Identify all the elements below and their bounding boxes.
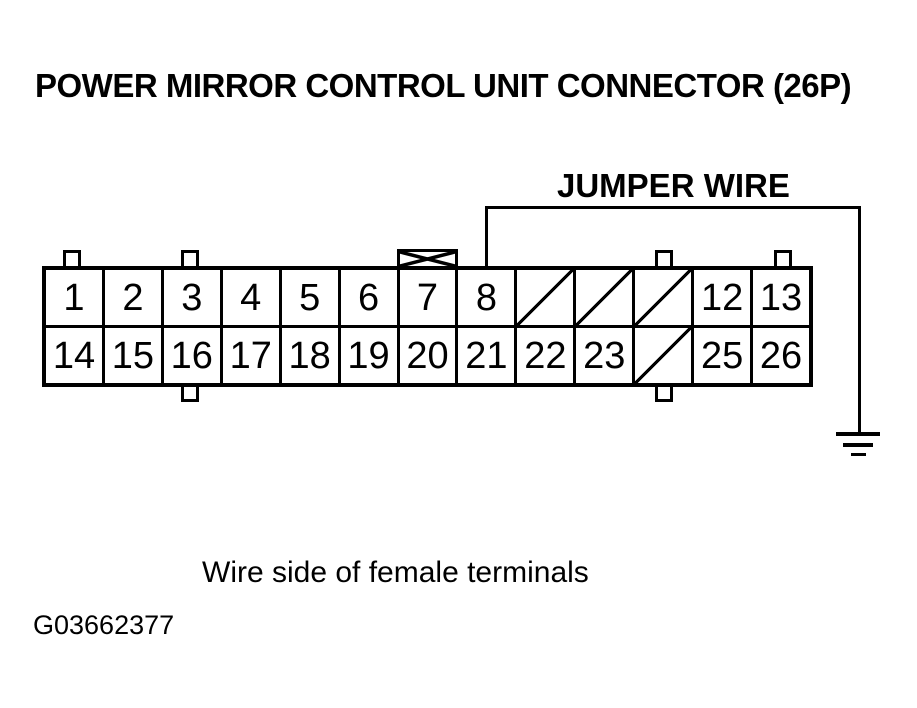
jumper-wire-label: JUMPER WIRE [557, 167, 790, 204]
connector-pin-5: 5 [281, 270, 341, 325]
jumper-wire-segment-down [858, 206, 861, 435]
connector-pin-19: 19 [340, 328, 400, 383]
connector-pin-13: 13 [753, 270, 809, 325]
connector-pin-26: 26 [753, 328, 809, 383]
connector-tab-top-11 [655, 250, 673, 266]
connector-pin-12: 12 [694, 270, 754, 325]
ground-bar-long [836, 432, 880, 436]
connector-pin-18: 18 [281, 328, 341, 383]
connector-pin-17: 17 [222, 328, 282, 383]
connector-pin-3: 3 [163, 270, 223, 325]
diagram-caption: Wire side of female terminals [202, 556, 589, 589]
connector-pin-16: 16 [163, 328, 223, 383]
connector-tab-top-1 [63, 250, 81, 266]
connector-pin-4: 4 [222, 270, 282, 325]
connector-tab-bottom-24 [655, 387, 673, 402]
connector-pin-21: 21 [458, 328, 518, 383]
diagram-title: POWER MIRROR CONTROL UNIT CONNECTOR (26P… [35, 67, 852, 104]
figure-id: G03662377 [33, 610, 175, 640]
connector-tab-top-3 [181, 250, 199, 266]
connector-pin-8: 8 [458, 270, 518, 325]
connector-pin-2: 2 [104, 270, 164, 325]
connector-pin-15: 15 [104, 328, 164, 383]
connector-pin-25: 25 [694, 328, 754, 383]
connector-pin-22: 22 [517, 328, 577, 383]
jumper-wire-segment-across [485, 206, 861, 209]
connector-pin-7: 7 [399, 270, 459, 325]
ground-bar-medium [843, 443, 873, 447]
crossed-box-marker [397, 249, 458, 266]
connector-blank-cavity [635, 328, 695, 383]
x-cross-icon [400, 252, 455, 266]
ground-bar-short [851, 453, 866, 456]
connector-pin-20: 20 [399, 328, 459, 383]
connector-blank-cavity [635, 270, 695, 325]
connector-pin-1: 1 [46, 270, 105, 325]
connector-tab-top-13 [774, 250, 792, 266]
connector-blank-cavity [517, 270, 577, 325]
connector-pin-23: 23 [576, 328, 636, 383]
jumper-wire-segment-up [485, 206, 488, 268]
connector-pin-6: 6 [340, 270, 400, 325]
connector-blank-cavity [576, 270, 636, 325]
connector-tab-bottom-16 [181, 387, 199, 402]
connector-pin-14: 14 [46, 328, 105, 383]
